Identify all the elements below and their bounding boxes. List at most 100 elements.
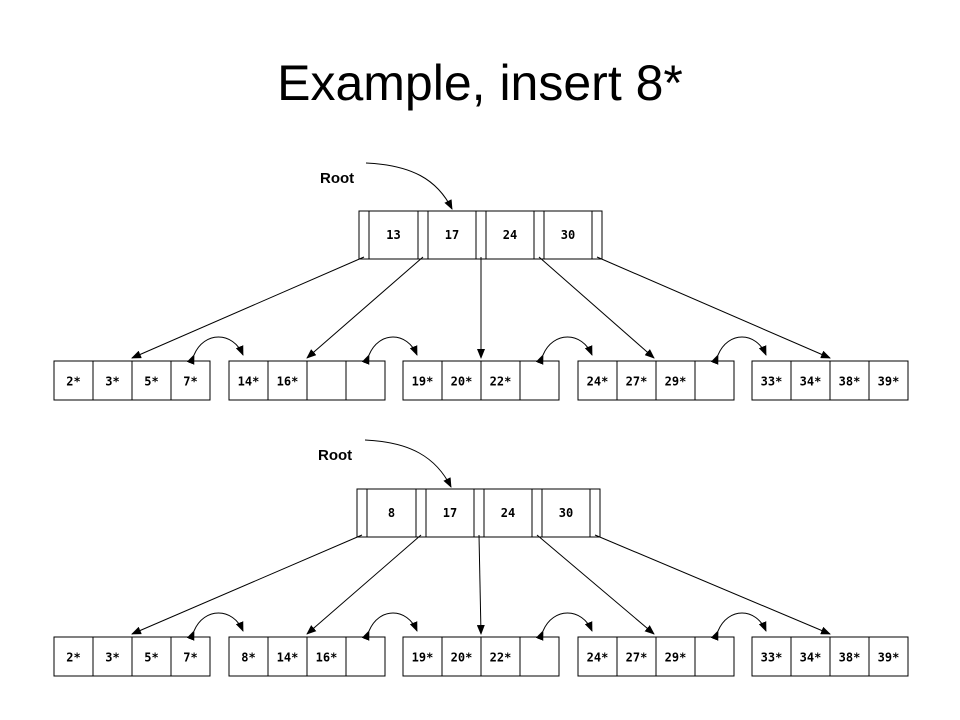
leaf-entry: 39* bbox=[878, 651, 900, 665]
leaf-entry: 5* bbox=[144, 651, 158, 665]
leaf-cell bbox=[267, 360, 308, 401]
root-label: Root bbox=[320, 170, 354, 187]
leaf-entry: 20* bbox=[451, 651, 473, 665]
leaf-cell bbox=[829, 636, 870, 677]
leaf-entry: 34* bbox=[800, 651, 822, 665]
leaf-entry: 14* bbox=[238, 375, 260, 389]
root-label: Root bbox=[318, 447, 352, 464]
leaf-cell bbox=[751, 360, 792, 401]
leaf-node: 19*20*22* bbox=[402, 636, 560, 677]
leaf-entry: 3* bbox=[105, 375, 119, 389]
leaf-cell bbox=[131, 360, 172, 401]
root-key-cell bbox=[485, 210, 535, 260]
child-pointer-arrow bbox=[131, 534, 363, 635]
leaf-entry: 8* bbox=[241, 651, 255, 665]
leaf-cell bbox=[228, 360, 269, 401]
child-pointer-arrow bbox=[306, 256, 424, 359]
leaf-cell bbox=[519, 360, 560, 401]
leaf-cell bbox=[92, 636, 133, 677]
leaf-cell bbox=[655, 636, 696, 677]
leaf-cell bbox=[577, 360, 618, 401]
leaf-entry: 5* bbox=[144, 375, 158, 389]
child-pointer-arrow bbox=[536, 534, 655, 635]
leaf-entry: 38* bbox=[839, 651, 861, 665]
root-key: 17 bbox=[445, 228, 459, 242]
child-pointer-arrow bbox=[596, 256, 831, 359]
root-key-cell bbox=[543, 210, 593, 260]
leaf-cell bbox=[790, 636, 831, 677]
leaf-cell bbox=[402, 636, 443, 677]
child-pointer-arrow bbox=[476, 534, 485, 635]
leaf-entry: 16* bbox=[277, 375, 299, 389]
leaf-entry: 2* bbox=[66, 651, 80, 665]
root-key-cell bbox=[427, 210, 477, 260]
leaf-entry: 24* bbox=[587, 651, 609, 665]
leaf-entry: 24* bbox=[587, 375, 609, 389]
leaf-entry: 29* bbox=[665, 651, 687, 665]
sibling-link-arrow bbox=[186, 336, 244, 365]
leaf-entry: 29* bbox=[665, 375, 687, 389]
sibling-link-arrow bbox=[535, 336, 593, 365]
sibling-link-arrow bbox=[535, 612, 593, 641]
sibling-link-arrow bbox=[710, 612, 767, 641]
root-key-cell bbox=[366, 488, 417, 538]
leaf-entry: 14* bbox=[277, 651, 299, 665]
leaf-cell bbox=[53, 360, 94, 401]
leaf-node: 2*3*5*7* bbox=[53, 360, 211, 401]
sibling-link-arrow bbox=[186, 612, 244, 641]
leaf-entry: 7* bbox=[183, 651, 197, 665]
leaf-cell bbox=[616, 636, 657, 677]
leaf-cell bbox=[345, 360, 386, 401]
root-key-cell bbox=[483, 488, 533, 538]
leaf-cell bbox=[131, 636, 172, 677]
leaf-entry: 27* bbox=[626, 651, 648, 665]
child-pointer-arrow bbox=[131, 256, 365, 359]
sibling-link-arrow bbox=[361, 336, 418, 365]
leaf-entry: 2* bbox=[66, 375, 80, 389]
leaf-entry: 38* bbox=[839, 375, 861, 389]
leaf-entry: 16* bbox=[316, 651, 338, 665]
root-key-cell bbox=[368, 210, 419, 260]
leaf-entry: 19* bbox=[412, 651, 434, 665]
leaf-node: 14* 16* bbox=[228, 360, 386, 401]
leaf-entry: 3* bbox=[105, 651, 119, 665]
leaf-node: 2* 3* 5* 7* bbox=[53, 636, 211, 677]
slide-title: Example, insert 8* bbox=[277, 55, 683, 111]
root-pointer-arrow bbox=[365, 162, 453, 210]
root-key: 30 bbox=[561, 228, 575, 242]
leaf-node: 19* 20* 22* bbox=[402, 360, 560, 401]
leaf-cell bbox=[790, 360, 831, 401]
leaf-entry: 19* bbox=[412, 375, 434, 389]
root-key: 24 bbox=[503, 228, 517, 242]
leaf-cell bbox=[170, 360, 211, 401]
leaf-cell bbox=[868, 636, 909, 677]
leaf-cell bbox=[441, 636, 482, 677]
leaf-cell bbox=[868, 360, 909, 401]
child-pointer-arrow bbox=[594, 534, 831, 635]
root-key: 24 bbox=[501, 506, 515, 520]
leaf-cell bbox=[519, 636, 560, 677]
leaf-cell bbox=[53, 636, 94, 677]
leaf-cell bbox=[480, 360, 521, 401]
root-key: 30 bbox=[559, 506, 573, 520]
leaf-node: 8* 14* 16* bbox=[228, 636, 386, 677]
leaf-cell bbox=[345, 636, 386, 677]
leaf-node: 33* 34* 38* 39* bbox=[751, 360, 909, 401]
leaf-cell bbox=[577, 636, 618, 677]
leaf-entry: 22* bbox=[490, 375, 512, 389]
root-key-cell bbox=[541, 488, 591, 538]
leaf-cell bbox=[402, 360, 443, 401]
leaf-cell bbox=[441, 360, 482, 401]
leaf-cell bbox=[694, 636, 735, 677]
leaf-entry: 33* bbox=[761, 375, 783, 389]
leaf-entry: 39* bbox=[878, 375, 900, 389]
sibling-link-arrow bbox=[710, 336, 767, 365]
leaf-entry: 34* bbox=[800, 375, 822, 389]
root-key: 17 bbox=[443, 506, 457, 520]
leaf-entry: 20* bbox=[451, 375, 473, 389]
child-pointer-arrow bbox=[306, 534, 422, 635]
root-pointer-arrow bbox=[364, 439, 452, 488]
